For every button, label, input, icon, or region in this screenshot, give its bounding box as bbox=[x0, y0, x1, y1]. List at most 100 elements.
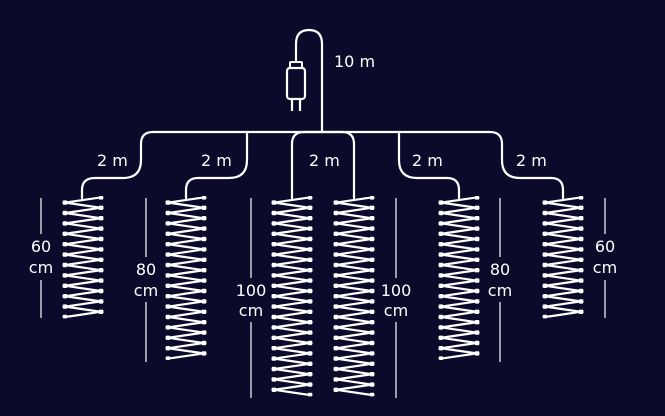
led-wire bbox=[442, 233, 476, 240]
led-bulb bbox=[578, 216, 584, 221]
branch-cable-3 bbox=[290, 130, 324, 200]
led-wire bbox=[546, 227, 580, 235]
led-bulb bbox=[307, 372, 313, 377]
led-bulb bbox=[271, 367, 277, 372]
led-bulb bbox=[165, 346, 171, 351]
led-bulb bbox=[62, 201, 68, 205]
led-wire bbox=[66, 264, 100, 271]
led-wire bbox=[275, 212, 309, 219]
power-plug-icon bbox=[285, 61, 307, 111]
led-bulb bbox=[438, 274, 444, 278]
led-wire bbox=[169, 217, 203, 225]
led-bulb bbox=[474, 268, 480, 273]
led-wire bbox=[442, 347, 476, 355]
led-bulb bbox=[369, 248, 375, 252]
height-label-2-value: 80 bbox=[136, 260, 156, 279]
led-bulb bbox=[98, 310, 104, 314]
led-bulb bbox=[271, 222, 277, 226]
led-bulb bbox=[369, 237, 375, 242]
led-bulb bbox=[438, 253, 444, 257]
led-bulb bbox=[369, 216, 375, 221]
led-strand-5 bbox=[438, 196, 480, 360]
led-bulb bbox=[98, 258, 104, 262]
led-bulb bbox=[165, 356, 171, 360]
led-bulb bbox=[542, 253, 548, 257]
led-bulb bbox=[333, 326, 339, 330]
led-wire bbox=[169, 305, 203, 313]
led-wire bbox=[275, 253, 309, 261]
led-wire bbox=[169, 227, 203, 235]
led-bulb bbox=[438, 326, 444, 330]
led-wire bbox=[546, 238, 580, 245]
led-wire bbox=[66, 201, 100, 209]
height-label-5-value: 80 bbox=[490, 260, 510, 279]
led-wire bbox=[275, 337, 309, 344]
led-bulb bbox=[62, 284, 68, 288]
led-wire bbox=[337, 201, 371, 209]
led-bulb bbox=[333, 346, 339, 351]
led-wire bbox=[275, 269, 309, 277]
led-bulb bbox=[369, 258, 375, 262]
led-bulb bbox=[578, 206, 584, 210]
led-bulb bbox=[62, 253, 68, 257]
led-bulb bbox=[271, 274, 277, 278]
led-wire bbox=[442, 238, 476, 245]
led-wire bbox=[442, 300, 476, 308]
led-bulb bbox=[201, 289, 207, 294]
led-bulb bbox=[307, 248, 313, 252]
led-wire bbox=[337, 337, 371, 344]
led-bulb bbox=[333, 336, 339, 340]
led-bulb bbox=[271, 253, 277, 257]
led-bulb bbox=[98, 300, 104, 304]
led-bulb bbox=[438, 232, 444, 236]
led-bulb bbox=[542, 242, 548, 247]
led-bulb bbox=[307, 216, 313, 221]
led-wire bbox=[546, 279, 580, 287]
led-wire bbox=[66, 233, 100, 240]
led-bulb bbox=[307, 392, 313, 397]
led-wire bbox=[337, 212, 371, 219]
led-bulb bbox=[578, 279, 584, 283]
led-bulb bbox=[333, 253, 339, 257]
led-bulb bbox=[542, 222, 548, 226]
led-wire bbox=[442, 316, 476, 323]
led-bulb bbox=[578, 310, 584, 314]
led-bulb bbox=[201, 341, 207, 346]
led-bulb bbox=[271, 201, 277, 205]
led-bulb bbox=[62, 314, 68, 319]
led-wire bbox=[546, 290, 580, 297]
led-wire bbox=[337, 243, 371, 251]
led-wire bbox=[337, 347, 371, 355]
led-bulb bbox=[201, 216, 207, 221]
led-bulb bbox=[98, 268, 104, 273]
led-bulb bbox=[542, 305, 548, 309]
led-bulb bbox=[307, 331, 313, 335]
led-wire bbox=[169, 274, 203, 282]
led-bulb bbox=[201, 206, 207, 210]
led-wire bbox=[169, 248, 203, 256]
led-bulb bbox=[438, 294, 444, 299]
led-wire bbox=[337, 331, 371, 339]
led-bulb bbox=[542, 274, 548, 278]
led-wire bbox=[442, 201, 476, 209]
led-bulb bbox=[333, 242, 339, 247]
led-strand-3 bbox=[271, 196, 313, 397]
led-wire bbox=[337, 295, 371, 303]
led-wire bbox=[275, 373, 309, 381]
led-bulb bbox=[369, 268, 375, 273]
led-bulb bbox=[307, 258, 313, 262]
led-wire bbox=[169, 326, 203, 334]
led-wire bbox=[169, 331, 203, 339]
branch-cable-1 bbox=[80, 158, 143, 200]
led-bulb bbox=[578, 248, 584, 252]
led-bulb bbox=[474, 352, 480, 356]
led-wire bbox=[442, 269, 476, 277]
led-bulb bbox=[165, 263, 171, 268]
led-bulb bbox=[271, 284, 277, 288]
led-bulb bbox=[62, 232, 68, 236]
led-bulb bbox=[438, 263, 444, 268]
led-bulb bbox=[201, 248, 207, 252]
led-bulb bbox=[474, 289, 480, 294]
led-bulb bbox=[201, 268, 207, 273]
